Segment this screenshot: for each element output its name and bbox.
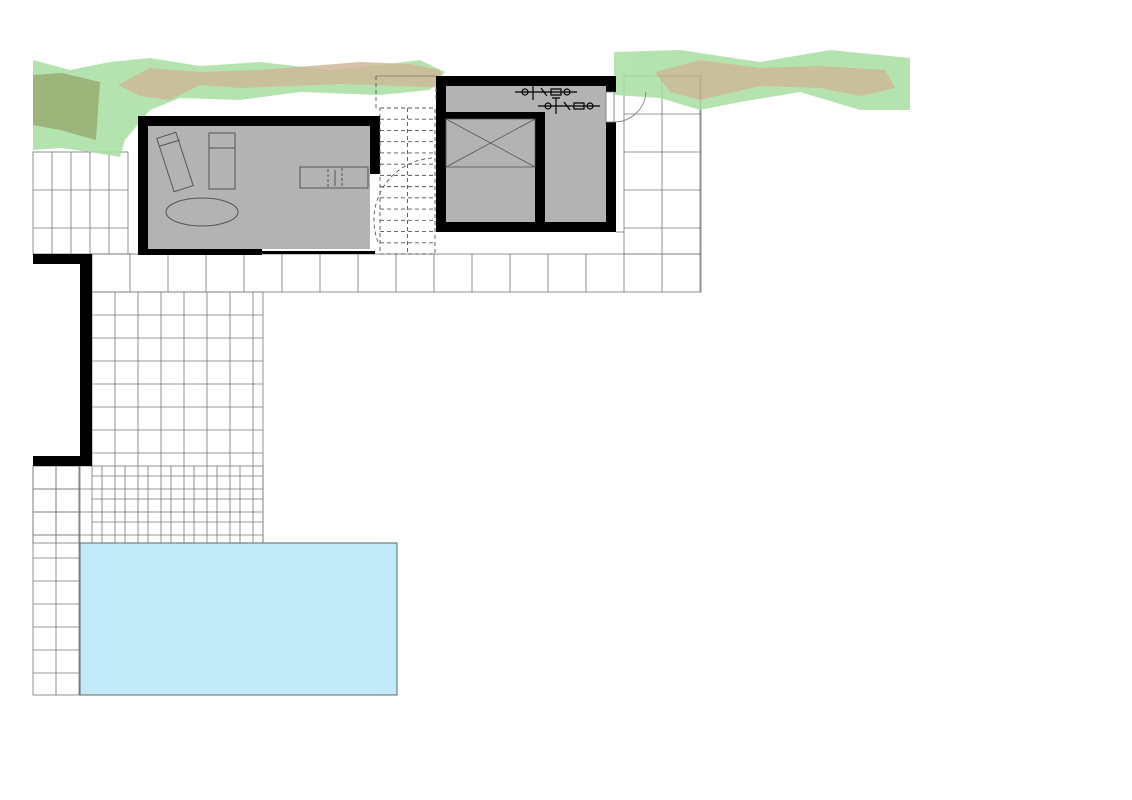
staircase (379, 107, 436, 255)
lounge-room (138, 116, 380, 255)
hedge-right (614, 50, 910, 110)
annex-wall (606, 122, 616, 232)
paving-tiles (32, 465, 81, 696)
annex-wall (436, 222, 616, 232)
pool (79, 542, 398, 696)
storage-room-floor (446, 86, 606, 226)
lounge-wall-strip (262, 251, 375, 254)
lounger (208, 132, 236, 190)
storage-room (445, 118, 536, 168)
annex-door-swing (613, 91, 647, 123)
bench-counter (299, 166, 369, 189)
lounger (156, 131, 194, 193)
staircase-outline (379, 107, 436, 255)
hedge-left (33, 58, 445, 157)
paving-tiles (32, 151, 129, 255)
paving-tiles (91, 253, 702, 293)
door-swing (373, 157, 434, 243)
annex (436, 76, 647, 232)
storage-x (445, 118, 536, 168)
annex-wall (446, 112, 545, 119)
wall-segment (33, 254, 92, 466)
bicycle (538, 97, 600, 114)
oval-rug (165, 197, 239, 227)
paving-tiles (91, 291, 264, 544)
bicycle (515, 83, 577, 100)
paving-tiles (32, 465, 264, 544)
annex-wall (535, 112, 545, 227)
annex-door-frame (605, 91, 615, 123)
